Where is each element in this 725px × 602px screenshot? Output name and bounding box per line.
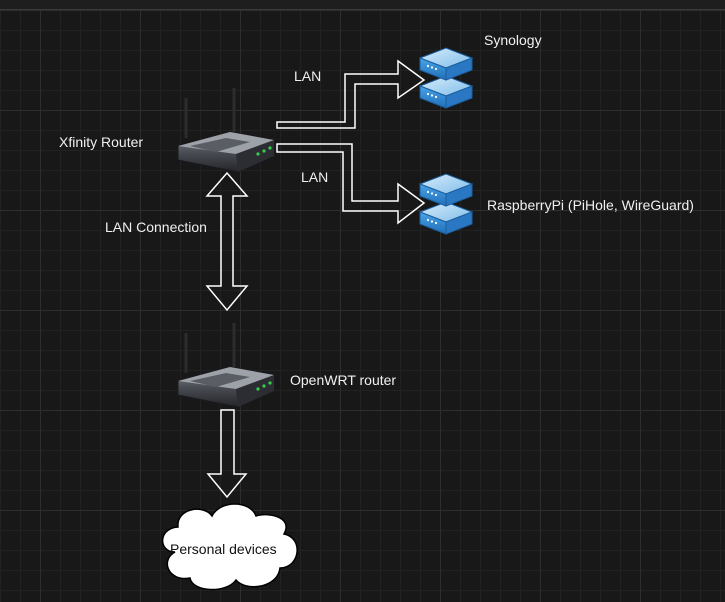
openwrt-router-icon[interactable] xyxy=(176,321,276,409)
lan-arrow-synology[interactable] xyxy=(276,59,426,129)
lan-arrow-raspberrypi[interactable] xyxy=(276,143,426,225)
personal-devices-cloud[interactable] xyxy=(161,503,298,591)
top-toolbar-strip xyxy=(0,0,725,10)
synology-label: Synology xyxy=(484,32,542,48)
lan-synology-label: LAN xyxy=(294,68,322,84)
xfinity-router-label: Xfinity Router xyxy=(59,134,144,150)
lan-raspberrypi-label: LAN xyxy=(301,169,329,185)
down-arrow-personal-devices[interactable] xyxy=(206,409,248,499)
raspberrypi-server-icon[interactable] xyxy=(419,173,473,235)
xfinity-router-icon[interactable] xyxy=(176,86,276,174)
personal-devices-label: Personal devices xyxy=(170,541,277,557)
raspberrypi-label: RaspberryPi (PiHole, WireGuard) xyxy=(487,197,694,213)
lan-connection-label: LAN Connection xyxy=(105,219,207,235)
openwrt-router-label: OpenWRT router xyxy=(290,372,397,388)
synology-server-icon[interactable] xyxy=(419,47,473,109)
lan-connection-double-arrow[interactable] xyxy=(205,171,249,312)
